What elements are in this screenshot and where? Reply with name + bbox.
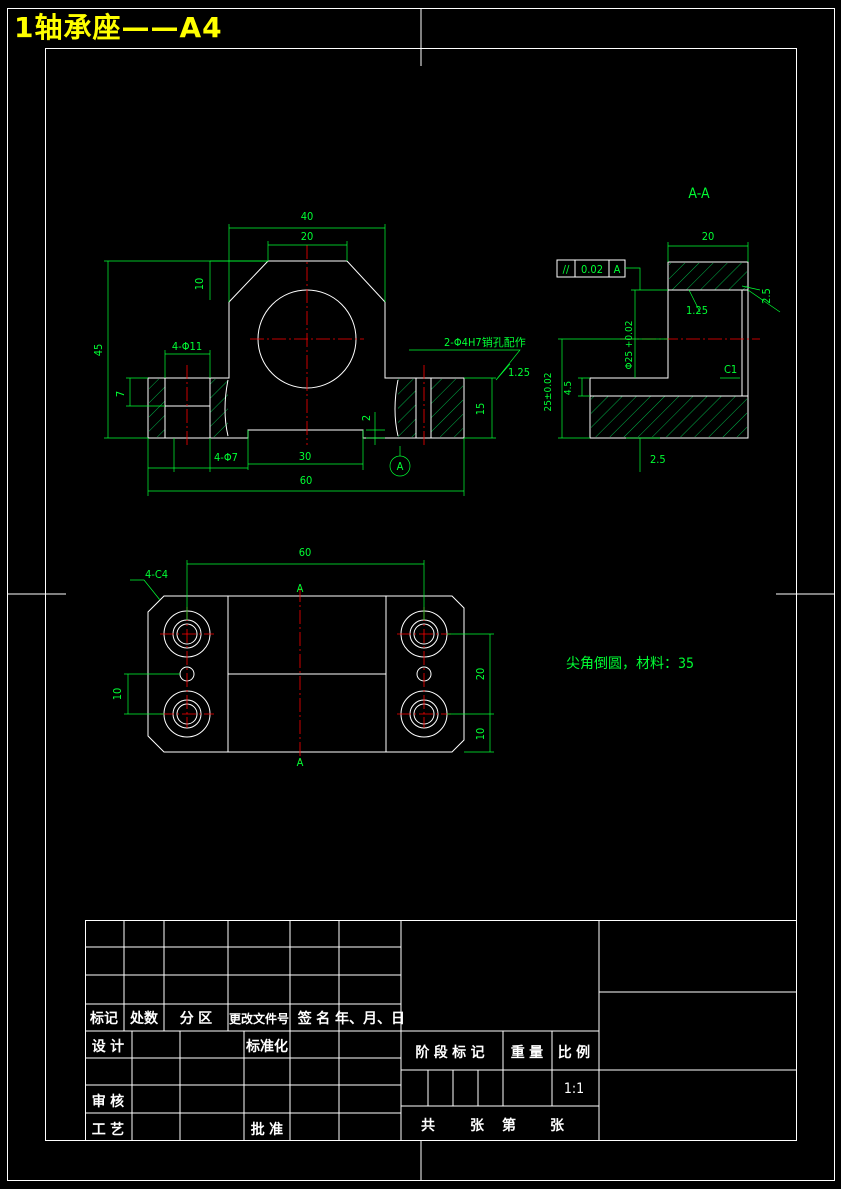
tb-standard: 标准化 — [245, 1038, 288, 1055]
dim-30: 30 — [299, 450, 312, 463]
tb-nth: 第 — [502, 1117, 516, 1134]
section-rough-2-5-bottom: 2.5 — [650, 453, 666, 466]
dim-45: 45 — [92, 344, 105, 357]
tb-zone: 分 区 — [180, 1011, 212, 1027]
dim-60: 60 — [300, 474, 313, 487]
top-dim-20: 20 — [474, 668, 487, 681]
tolerance-frame — [556, 259, 626, 278]
roughness-1-25: 1.25 — [508, 366, 530, 379]
tb-sheets-2: 张 — [550, 1118, 565, 1134]
section-dim-4-5: 4.5 — [563, 381, 574, 395]
drawing-title: 1轴承座——A4 — [14, 11, 223, 44]
title-block: 标记 处数 分 区 更改文件号 签 名 年、月、日 设 计 标准化 阶 段 标 … — [85, 920, 797, 1141]
dim-20: 20 — [301, 230, 314, 243]
top-chamfer: 4-C4 — [145, 568, 168, 581]
tb-approve: 批 准 — [251, 1121, 283, 1138]
section-dim-25: 25±0.02 — [543, 372, 554, 411]
section-view: A-A 20 25±0.02 4.5 Φ25 +0.02 C1 1.25 2.5… — [543, 186, 781, 472]
dim-hole-bottom: 4-Φ7 — [214, 451, 238, 464]
tb-change-doc: 更改文件号 — [229, 1011, 289, 1026]
datum-a: A — [397, 460, 404, 473]
dim-15: 15 — [474, 403, 487, 416]
tolerance-value: 0.02 — [581, 263, 603, 276]
dim-hole-top: 4-Φ11 — [172, 340, 202, 353]
section-mark-a-top: A — [297, 582, 304, 595]
front-view: 40 20 10 45 4-Φ11 7 4-Φ7 30 60 2 15 2-Φ4… — [92, 210, 530, 496]
tb-sheets-1: 张 — [470, 1118, 485, 1134]
tb-weight: 重 量 — [511, 1044, 543, 1061]
section-c1: C1 — [724, 363, 737, 376]
section-rough-2-5-right: 2.5 — [760, 288, 773, 304]
tb-scale: 1:1 — [564, 1081, 584, 1097]
tb-design: 设 计 — [92, 1038, 124, 1055]
tb-mark: 标记 — [89, 1010, 118, 1027]
section-mark-a-bottom: A — [297, 756, 304, 769]
tolerance-symbol: // — [563, 263, 570, 276]
tb-signature: 签 名 — [297, 1010, 330, 1027]
sheet-frame — [7, 8, 835, 1181]
tb-count: 处数 — [129, 1010, 159, 1027]
dim-40: 40 — [301, 210, 314, 223]
tb-process: 工 艺 — [92, 1121, 124, 1138]
section-label: A-A — [688, 186, 710, 202]
tb-date: 年、月、日 — [335, 1010, 405, 1027]
top-dim-60: 60 — [299, 546, 312, 559]
tb-review: 审 核 — [92, 1093, 124, 1110]
tb-stage: 阶 段 标 记 — [415, 1044, 484, 1061]
top-dim-10-left: 10 — [111, 688, 124, 701]
section-bore: Φ25 +0.02 — [624, 321, 635, 370]
dim-7: 7 — [114, 391, 127, 397]
tb-total: 共 — [421, 1117, 435, 1134]
section-rough-1-25: 1.25 — [686, 304, 708, 317]
section-dim-20: 20 — [702, 230, 715, 243]
tolerance-datum: A — [614, 263, 621, 276]
dim-2: 2 — [360, 415, 373, 421]
pin-hole-note: 2-Φ4H7销孔配作 — [444, 335, 526, 349]
tb-scale-label: 比 例 — [558, 1044, 590, 1061]
dim-10: 10 — [193, 278, 206, 291]
top-dim-10-right: 10 — [474, 728, 487, 741]
top-view: 60 4-C4 10 20 10 A A — [111, 546, 494, 769]
material-note: 尖角倒圆，材料：35 — [566, 656, 694, 672]
